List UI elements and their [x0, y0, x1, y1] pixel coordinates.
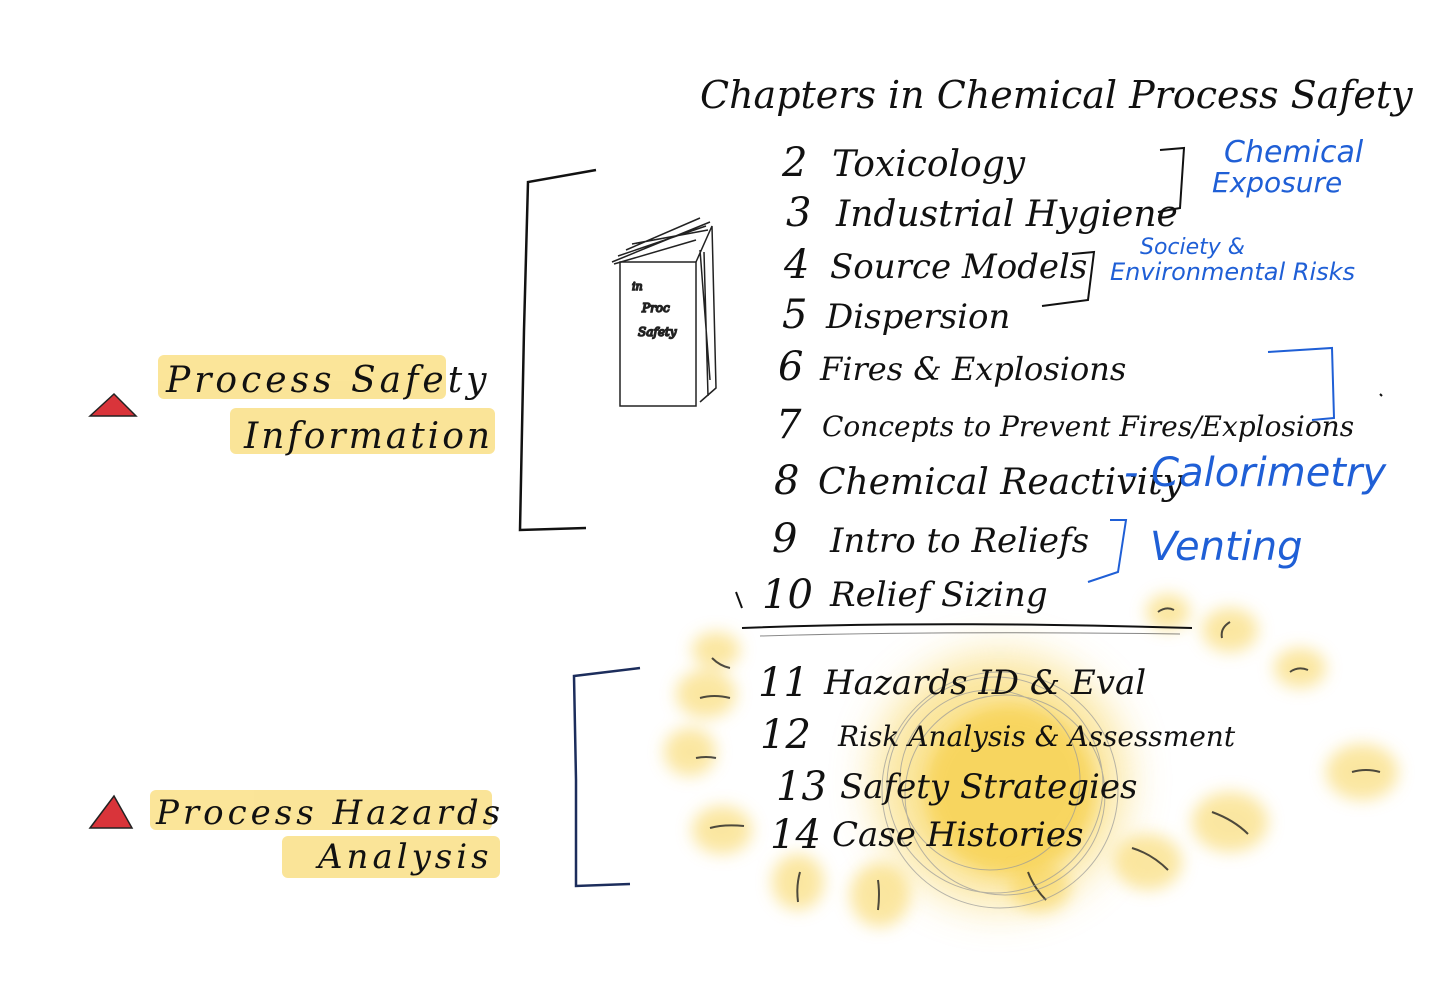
chapter-number: 10: [762, 572, 813, 618]
book-sketch: in Proc Safety: [611, 217, 717, 407]
book-cover-line1: in: [632, 280, 643, 293]
chapter-number: 3: [786, 190, 811, 236]
chapter-label: Hazards ID & Eval: [823, 663, 1146, 703]
chapter-label: Safety Strategies: [840, 767, 1137, 807]
annotation-environmental: Environmental Risks: [1110, 258, 1355, 286]
section-divider-faint: [759, 632, 1181, 637]
chapter-number: 13: [776, 764, 827, 810]
bracket-fires: [1267, 346, 1336, 421]
section-divider: [741, 623, 1193, 629]
section-psi-line1: Process Safety: [165, 360, 491, 401]
annotation-exposure: Exposure: [1212, 166, 1342, 199]
chapter-label: Relief Sizing: [829, 575, 1048, 615]
bracket-venting: [1087, 519, 1128, 583]
chapter-number: 2: [781, 140, 807, 186]
chapter-label: Risk Analysis & Assessment: [837, 720, 1236, 753]
chapter-label: Industrial Hygiene: [835, 194, 1178, 235]
chapter-label: Intro to Reliefs: [829, 521, 1089, 561]
section-pha-line2: Analysis: [315, 837, 493, 877]
chapter-label: Source Models: [830, 247, 1087, 287]
diagram-title: Chapters in Chemical Process Safety: [700, 73, 1413, 117]
chapter-label: Dispersion: [825, 297, 1010, 337]
chapter-number: 7: [776, 402, 802, 448]
highlight-psi-line1: [158, 355, 446, 399]
annotation-society: Society &: [1140, 235, 1245, 260]
book-cover-line2: Proc: [641, 301, 670, 315]
bracket-societal: [1041, 250, 1096, 307]
chapter-number: 14: [770, 812, 821, 858]
stray-marks: [735, 393, 1383, 609]
warning-triangle-icon: [88, 392, 138, 417]
highlight-pha-line1: [150, 790, 492, 830]
warning-triangle-icon: [88, 794, 134, 829]
book-cover-line3: Safety: [638, 325, 677, 339]
chapter-number: 4: [783, 242, 809, 288]
highlight-psi-line2: [230, 408, 495, 454]
bracket-chemical-exposure: [1157, 146, 1186, 213]
chapter-number: 5: [782, 292, 807, 338]
chapter-number: 6: [778, 344, 803, 390]
bracket-psi: [518, 168, 597, 532]
chapter-numbers: 2 3 4 5 6 7 8 9 10 11 12 13 14: [758, 140, 827, 858]
section-pha-line1: Process Hazards: [155, 793, 504, 833]
book-cover: [619, 261, 697, 407]
section-psi-line2: Information: [243, 416, 493, 457]
annotation-venting: Venting: [1150, 524, 1303, 570]
sun-core: [925, 705, 1095, 875]
sun-outline: [881, 671, 1119, 909]
chapter-label: Chemical Reactivity: [818, 462, 1184, 503]
right-brackets: [1041, 146, 1336, 583]
annotation-calorimetry: - Calorimetry: [1124, 450, 1387, 496]
chapter-number: 11: [758, 660, 809, 706]
group-annotations: Chemical Exposure Society & Environmenta…: [1110, 135, 1387, 570]
chapter-number: 12: [760, 712, 811, 758]
chapter-labels: Toxicology Industrial Hygiene Source Mod…: [818, 144, 1354, 855]
sun-ray-strokes: [695, 607, 1381, 911]
annotation-chemical: Chemical: [1224, 135, 1364, 170]
highlight-group: [150, 355, 500, 878]
highlight-pha-line2: [282, 836, 500, 878]
section-labels: Process Safety Information Process Hazar…: [155, 360, 504, 877]
book-pages: [611, 217, 717, 403]
bracket-pha: [572, 666, 641, 888]
chapter-label: Concepts to Prevent Fires/Explosions: [822, 410, 1354, 443]
sun-sketch: [664, 594, 1398, 927]
chapter-label: Toxicology: [832, 144, 1026, 185]
chapter-number: 8: [774, 458, 799, 504]
chapter-number: 9: [772, 516, 797, 562]
chapter-label: Fires & Explosions: [819, 350, 1126, 388]
chapter-label: Case Histories: [832, 815, 1083, 855]
